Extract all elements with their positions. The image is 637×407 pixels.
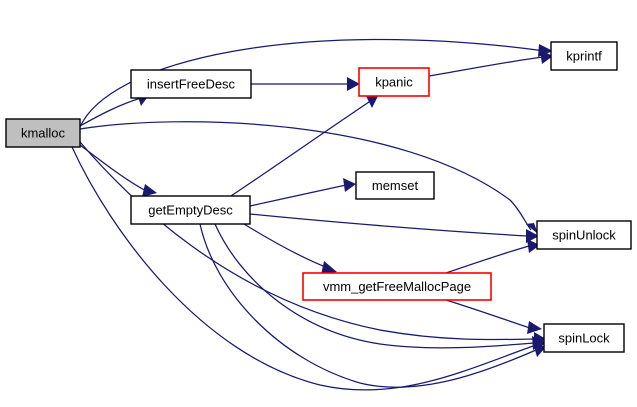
edge-line xyxy=(249,184,347,207)
edge-insertFreeDesc-to-kpanic xyxy=(251,77,360,91)
edge-line xyxy=(445,245,530,274)
arrowhead-icon xyxy=(527,239,540,253)
arrowhead-icon xyxy=(142,184,157,197)
edge-kmalloc-to-getEmptyDesc xyxy=(79,144,157,197)
node-kmalloc[interactable]: kmalloc xyxy=(5,118,81,148)
arrowhead-icon xyxy=(526,223,538,234)
node-box-kprintf[interactable] xyxy=(550,41,618,71)
node-box-vmm_getFreeMallocPage[interactable] xyxy=(302,272,492,301)
edge-getEmptyDesc-to-spinUnlock xyxy=(249,213,539,243)
edge-line xyxy=(243,223,329,269)
edge-getEmptyDesc-to-kpanic xyxy=(230,94,378,197)
node-kpanic[interactable]: kpanic xyxy=(358,67,430,97)
node-kprintf[interactable]: kprintf xyxy=(550,41,618,71)
node-getEmptyDesc[interactable]: getEmptyDesc xyxy=(130,195,251,225)
edge-kpanic-to-kprintf xyxy=(428,50,553,77)
edge-getEmptyDesc-to-memset xyxy=(249,178,356,207)
node-box-getEmptyDesc[interactable] xyxy=(130,195,251,225)
edge-line xyxy=(79,121,532,231)
nodes-layer: kmalloc insertFreeDesc kpanic kprintf getEmp… xyxy=(5,41,632,353)
arrowhead-icon xyxy=(526,229,539,243)
node-box-kmalloc[interactable] xyxy=(5,118,81,148)
edge-line xyxy=(71,146,537,391)
node-insertFreeDesc[interactable]: insertFreeDesc xyxy=(130,69,252,99)
edge-getEmptyDesc-to-vmm_getFreeMallocPage xyxy=(243,223,337,275)
arrowhead-icon xyxy=(365,94,378,108)
arrowhead-icon xyxy=(527,321,542,334)
edge-line xyxy=(79,38,546,128)
edge-line xyxy=(79,141,537,341)
arrowhead-icon xyxy=(533,343,546,357)
edge-line xyxy=(79,144,149,193)
arrowhead-icon xyxy=(347,77,360,91)
node-box-memset[interactable] xyxy=(355,171,435,200)
edge-line xyxy=(199,223,537,388)
arrowhead-icon xyxy=(321,261,337,275)
edge-kmalloc-to-spinLock xyxy=(79,141,546,346)
arrowhead-icon xyxy=(540,50,553,64)
edge-line xyxy=(249,213,528,237)
node-vmm_getFreeMallocPage[interactable]: vmm_getFreeMallocPage xyxy=(302,272,492,301)
node-spinLock[interactable]: spinLock xyxy=(543,323,625,353)
edge-line xyxy=(445,299,531,329)
arrowhead-icon xyxy=(343,178,356,192)
edge-vmm_getFreeMallocPage-to-spinLock xyxy=(445,299,542,334)
node-box-insertFreeDesc[interactable] xyxy=(130,69,252,99)
edge-kmalloc-to-spinUnlock xyxy=(79,121,538,234)
node-box-spinUnlock[interactable] xyxy=(536,220,632,250)
edge-getEmptyDesc-to-spinLock xyxy=(199,223,546,388)
node-box-spinLock[interactable] xyxy=(543,323,625,353)
node-spinUnlock[interactable]: spinUnlock xyxy=(536,220,632,250)
node-memset[interactable]: memset xyxy=(355,171,435,200)
edge-line xyxy=(214,223,535,349)
edge-line xyxy=(79,97,142,127)
edge-vmm_getFreeMallocPage-to-spinUnlock xyxy=(445,239,540,274)
edge-kmalloc-to-spinLock xyxy=(71,146,545,391)
edges-layer xyxy=(71,38,553,391)
edge-line xyxy=(230,99,373,197)
edge-line xyxy=(428,56,544,77)
node-box-kpanic[interactable] xyxy=(358,67,430,97)
